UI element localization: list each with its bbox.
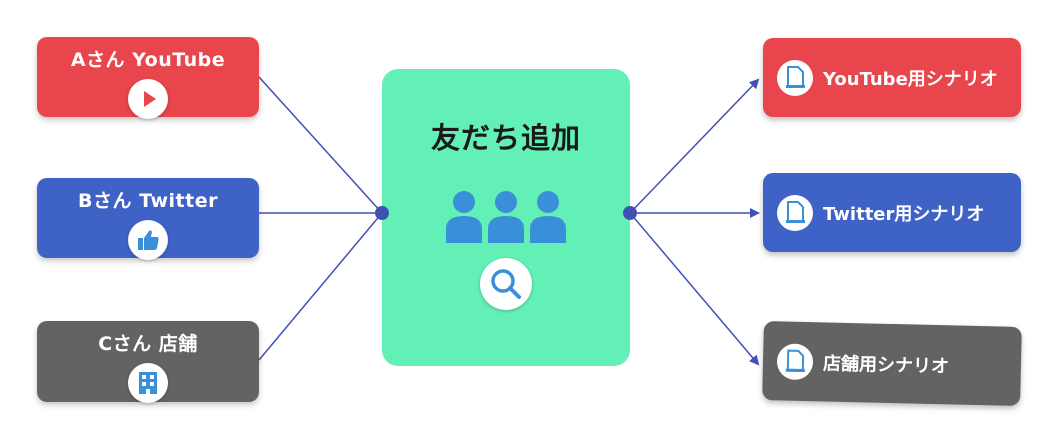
document-icon bbox=[776, 342, 814, 380]
building-icon bbox=[128, 363, 168, 403]
source-store-label: Cさん 店舗 bbox=[98, 333, 198, 355]
youtube-scenario-box: YouTube用シナリオ bbox=[763, 38, 1021, 117]
store-scenario-label: 店舗用シナリオ bbox=[822, 352, 950, 377]
source-twitter-box: Bさん Twitter bbox=[37, 178, 259, 260]
youtube-play-icon bbox=[128, 79, 168, 119]
friend-add-hub: 友だち追加 bbox=[382, 69, 630, 366]
twitter-scenario-box: Twitter用シナリオ bbox=[763, 173, 1021, 252]
twitter-scenario-label: Twitter用シナリオ bbox=[823, 203, 985, 225]
youtube-scenario-label: YouTube用シナリオ bbox=[823, 68, 998, 90]
hub-input-dot bbox=[375, 206, 389, 220]
source-twitter-label: Bさん Twitter bbox=[78, 190, 218, 212]
connector-c-to-hub bbox=[258, 212, 383, 361]
thumbs-up-icon bbox=[128, 220, 168, 260]
arrow-to-youtube-scenario bbox=[629, 78, 760, 214]
store-scenario-box: 店舗用シナリオ bbox=[762, 321, 1022, 406]
magnifier-icon bbox=[480, 258, 532, 310]
source-store-box: Cさん 店舗 bbox=[37, 321, 259, 403]
people-group-icon bbox=[446, 191, 566, 243]
hub-output-dot bbox=[623, 206, 637, 220]
source-youtube-box: Aさん YouTube bbox=[37, 37, 259, 119]
document-icon bbox=[777, 194, 813, 231]
document-icon bbox=[777, 59, 813, 96]
arrow-to-store-scenario bbox=[629, 212, 760, 366]
source-youtube-label: Aさん YouTube bbox=[70, 49, 226, 71]
connector-a-to-hub bbox=[258, 76, 383, 214]
hub-title: 友だち追加 bbox=[430, 121, 581, 155]
